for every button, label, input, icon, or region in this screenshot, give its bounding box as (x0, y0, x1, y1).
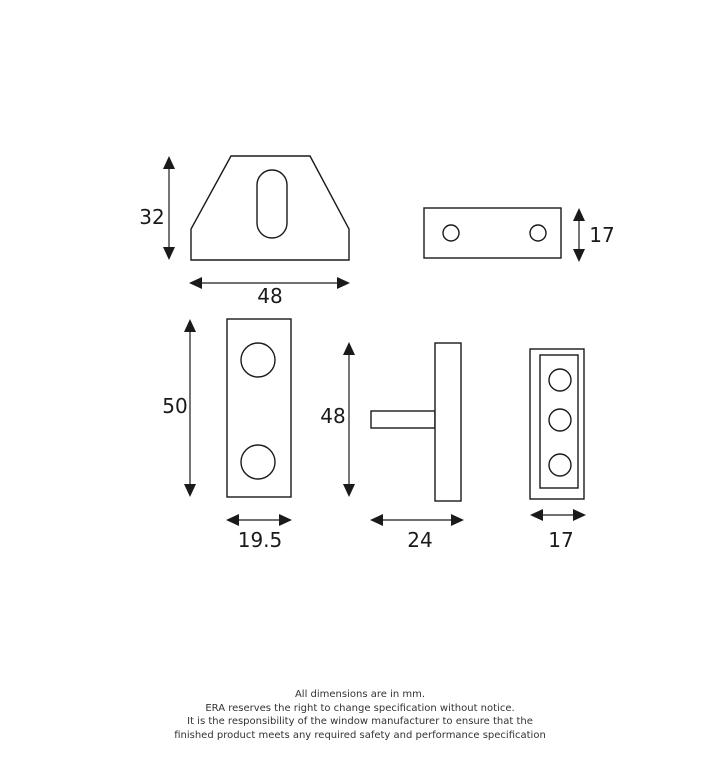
plate-hole-bottom (240, 444, 276, 480)
note-line: ERA reserves the right to change specifi… (205, 702, 515, 714)
keep-hole-3 (548, 453, 572, 477)
dim-keep-width-label: 17 (548, 528, 573, 552)
dim-side-height-label: 48 (320, 404, 345, 428)
dim-plate-width-label: 19.5 (238, 528, 283, 552)
dim-plate-height-label: 50 (162, 394, 187, 418)
side-part (370, 342, 462, 502)
side-plate (434, 342, 462, 502)
dim-side-depth-label: 24 (407, 528, 432, 552)
note-line: All dimensions are in mm. (294, 689, 426, 700)
dim-side-height: 48 (320, 342, 355, 497)
side-peg (370, 410, 436, 429)
dim-strip-height-label: 17 (589, 223, 614, 247)
keep-part (529, 348, 585, 500)
wedge-slot (256, 169, 288, 239)
note-line: finished product meets any required safe… (174, 729, 546, 741)
disclaimer-notes: All dimensions are in mm. ERA reserves t… (0, 688, 720, 742)
keep-hole-1 (548, 368, 572, 392)
dim-plate-height: 50 (162, 319, 196, 497)
strip-hole-right (529, 224, 547, 242)
dim-keep-width: 17 (530, 509, 586, 552)
dim-wedge-width: 48 (189, 277, 350, 308)
wedge-part (190, 155, 350, 261)
strip-part (423, 207, 562, 259)
dim-wedge-height: 32 (139, 156, 175, 260)
dim-side-depth: 24 (370, 514, 464, 552)
note-line: It is the responsibility of the window m… (187, 716, 533, 727)
dim-strip-height: 17 (573, 208, 615, 262)
strip-hole-left (442, 224, 460, 242)
keep-hole-2 (548, 408, 572, 432)
plate-hole-top (240, 342, 276, 378)
dim-plate-width: 19.5 (226, 514, 292, 552)
dim-wedge-height-label: 32 (139, 205, 164, 229)
plate-part (226, 318, 292, 498)
dim-wedge-width-label: 48 (257, 284, 282, 308)
